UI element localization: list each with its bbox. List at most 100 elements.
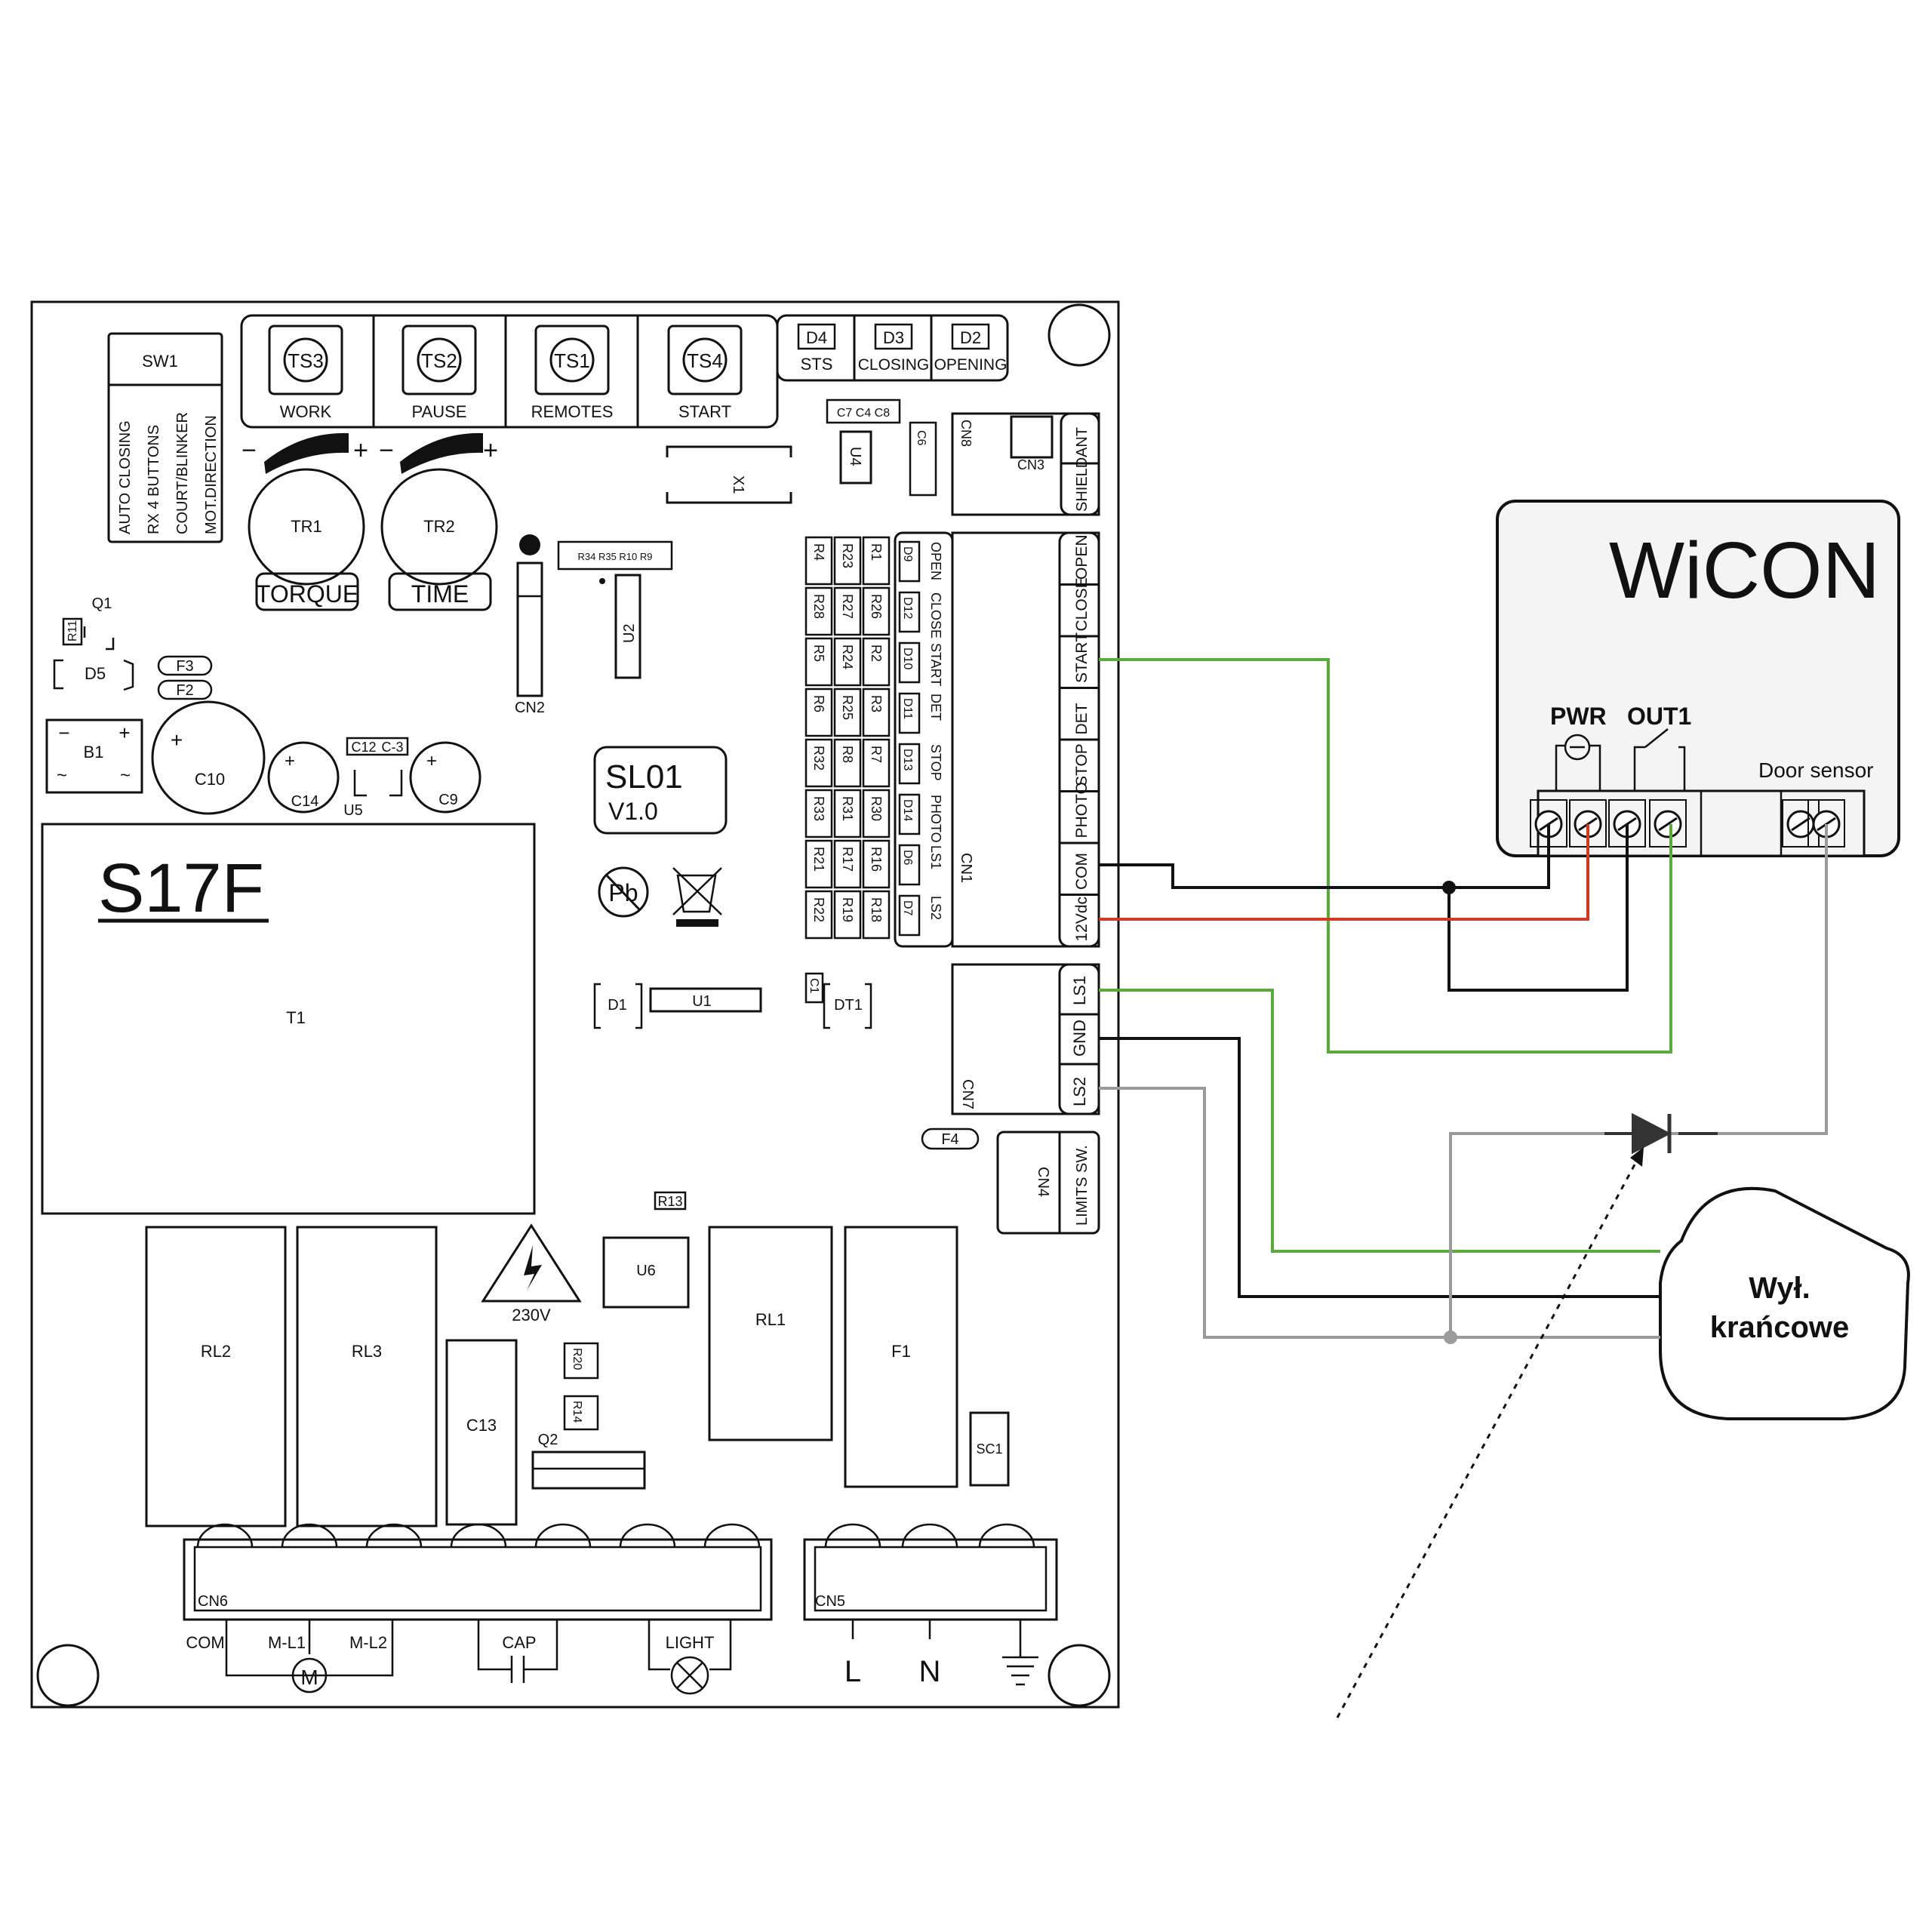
resistor-cell <box>804 789 833 838</box>
led-ref: D14 <box>901 799 914 821</box>
f1-ref: F1 <box>891 1342 911 1361</box>
t1-ref: T1 <box>286 1008 306 1027</box>
rl2-ref: RL2 <box>201 1342 231 1361</box>
rl3-ref: RL3 <box>352 1342 382 1361</box>
sw1-option-3: COURT/BLINKER <box>174 412 191 534</box>
led-label: DET <box>928 694 943 721</box>
resistor-cell <box>862 637 891 687</box>
resistor-cell <box>862 688 891 737</box>
sc1-ref: SC1 <box>976 1441 1002 1457</box>
cn1-terminal-label: 12Vdc <box>1073 897 1091 942</box>
tr2-label: TIME <box>411 580 469 608</box>
earth-icon <box>1002 1656 1038 1686</box>
resistor-cell <box>833 738 862 788</box>
left-components: R11 Q1 D5 F3 F2 − + B1 ~ ~ + C10 + C14 +… <box>45 595 481 819</box>
led-ref: D10 <box>901 648 914 669</box>
led-body <box>898 894 921 937</box>
led-label: LS2 <box>928 896 943 920</box>
led-d2-ref: D2 <box>960 328 981 347</box>
resistor-ref: R16 <box>869 847 884 872</box>
cn8-terminal-ant: ANT <box>1074 427 1091 457</box>
pointer-line <box>1336 1155 1641 1718</box>
resistor-ref: R24 <box>840 645 855 669</box>
q2-ref: Q2 <box>538 1432 558 1448</box>
c14-ref: C14 <box>291 793 319 810</box>
f3-ref: F3 <box>176 658 193 675</box>
resistor-ref: R4 <box>811 543 826 561</box>
cn8-ref: CN8 <box>958 420 974 447</box>
weee-icon <box>672 867 722 927</box>
cn1-terminal-label: OPEN <box>1073 534 1091 580</box>
cn6-label-cap: CAP <box>502 1633 536 1652</box>
sw1-ref: SW1 <box>142 352 178 371</box>
sw1-option-2: RX 4 BUTTONS <box>146 425 162 534</box>
dt1-ref: DT1 <box>834 997 863 1014</box>
cn1-ref: CN1 <box>958 853 974 883</box>
trimmer-tr1: − + TR1 TORQUE <box>242 432 368 611</box>
board-version: V1.0 <box>608 798 658 825</box>
cn3-ref: CN3 <box>1017 457 1044 472</box>
cn6-label-ml1: M-L1 <box>268 1633 306 1652</box>
resistor-ref: R3 <box>869 695 884 712</box>
wicon-title: WiCON <box>1609 526 1880 615</box>
r11-ref: R11 <box>66 620 79 641</box>
resistor-ref: R2 <box>869 645 884 662</box>
u2-ref: U2 <box>621 623 638 643</box>
u6-ref: U6 <box>636 1263 656 1279</box>
d5-ref: D5 <box>85 664 106 683</box>
resistor-ref: R22 <box>811 897 826 922</box>
cn6-label-com: COM <box>186 1633 224 1652</box>
sw1-dip-switch: SW1 AUTO CLOSING RX 4 BUTTONS COURT/BLIN… <box>107 332 223 543</box>
led-d3-ref: D3 <box>883 328 904 347</box>
wire-start-out1 <box>1099 658 1672 1054</box>
board-labels: SL01 V1.0 Pb S17F <box>98 746 728 927</box>
c9-ref: C9 <box>438 792 458 808</box>
cn1-terminal-label: DET <box>1073 703 1091 734</box>
board-model: SL01 <box>605 758 683 795</box>
resistor-group-ref: R34 R35 R10 R9 <box>578 551 653 562</box>
cn4-label: LIMITS SW. <box>1074 1145 1091 1226</box>
hv-label: 230V <box>512 1306 551 1324</box>
limit-switch-line2: krańcowe <box>1710 1311 1850 1344</box>
led-ref: D9 <box>901 546 914 562</box>
led-d3-label: CLOSING <box>858 356 930 374</box>
led-body <box>898 844 921 886</box>
led-d4-ref: D4 <box>806 328 827 347</box>
resistor-cell <box>862 586 891 636</box>
cn7-terminal-ls2: LS2 <box>1070 1077 1089 1106</box>
wire-gnd-limit <box>1099 1037 1660 1298</box>
cn4-ref: CN4 <box>1035 1167 1051 1197</box>
resistor-cell <box>804 738 833 788</box>
resistor-cell <box>862 536 891 586</box>
u4-ref: U4 <box>847 447 863 466</box>
led-body <box>898 793 921 835</box>
resistor-ref: R21 <box>811 847 826 872</box>
wire-com-pwr <box>1099 824 1550 889</box>
f4-ref: F4 <box>941 1131 958 1148</box>
led-body <box>898 540 921 583</box>
resistor-ref: R18 <box>869 897 884 922</box>
resistor-ref: R31 <box>840 796 855 821</box>
limit-switch: Wył. krańcowe <box>1659 1186 1910 1420</box>
resistor-ref: R7 <box>869 746 884 763</box>
resistor-ref: R26 <box>869 594 884 619</box>
resistor-ref: R1 <box>869 543 884 561</box>
cn1-terminal-label: CLOSE <box>1073 577 1091 631</box>
c13-ref: C13 <box>466 1416 497 1435</box>
led-ref: D13 <box>901 749 914 771</box>
resistor-cell <box>804 890 833 940</box>
led-ref: D6 <box>901 850 914 866</box>
cn1-terminal-label: PHOTO <box>1073 782 1091 838</box>
pwr-symbol-icon <box>1555 734 1601 791</box>
cn1-terminal-label: COM <box>1073 853 1091 890</box>
cn7-terminal-gnd: GND <box>1070 1020 1089 1057</box>
r20-ref: R20 <box>571 1348 583 1370</box>
cn7-terminal-ls1: LS1 <box>1070 976 1089 1005</box>
cn5-connector: CN5 L N <box>803 1523 1058 1688</box>
wires <box>1099 658 1828 1718</box>
motor-symbol: M <box>300 1666 318 1689</box>
hv-area: 230V R13 U6 C13 R20 R14 Q2 <box>445 1191 690 1526</box>
wicon-module: WiCON PWR OUT1 Door sensor <box>1496 500 1900 857</box>
tr1-label: TORQUE <box>256 580 358 608</box>
